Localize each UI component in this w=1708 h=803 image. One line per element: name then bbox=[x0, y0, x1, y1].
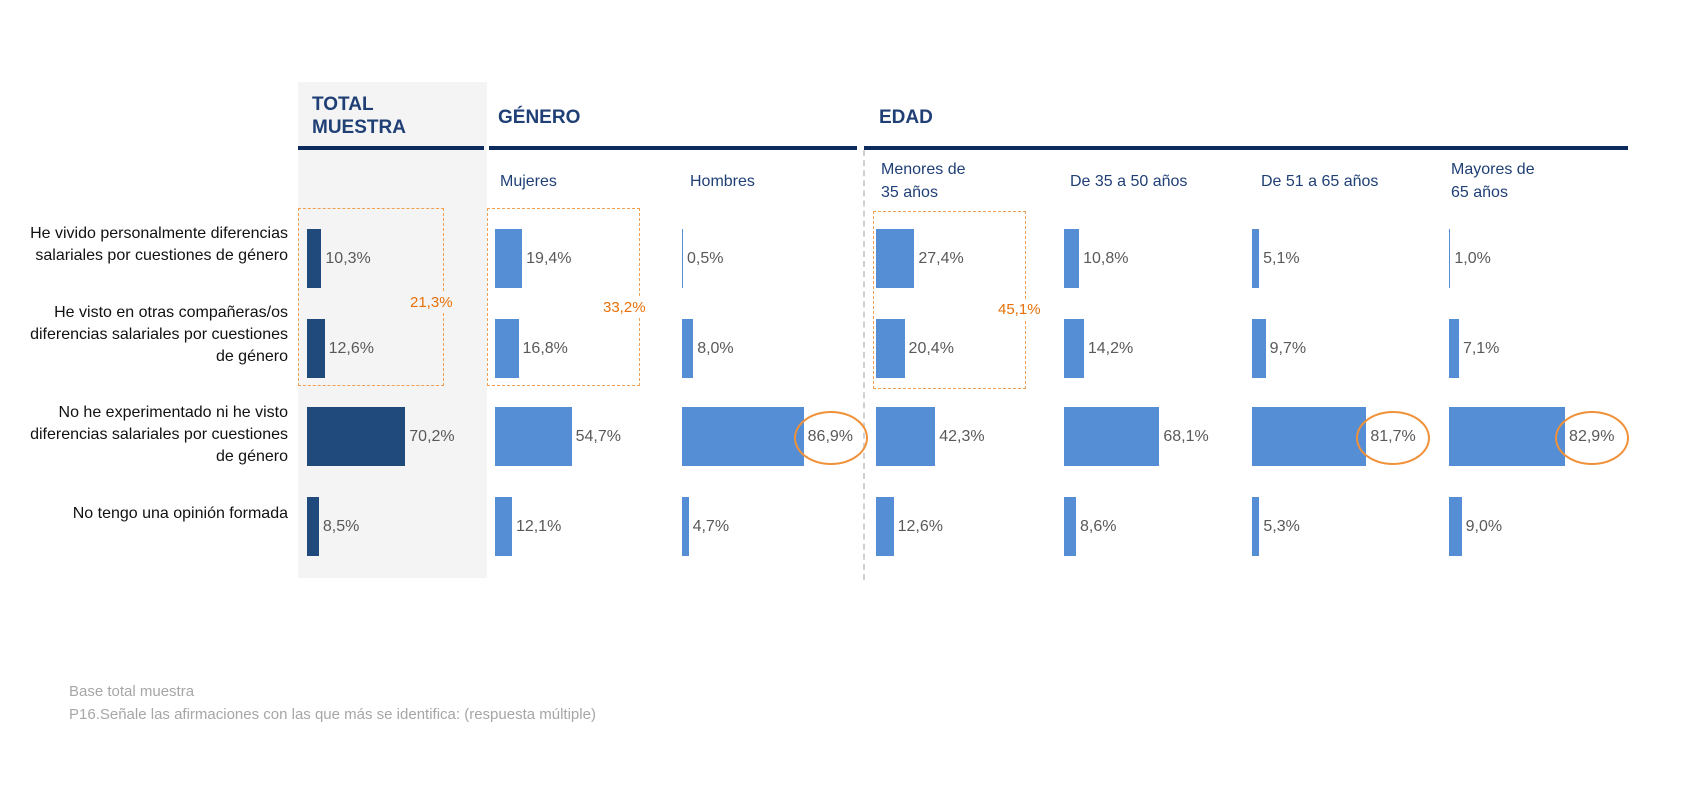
group-title-total: TOTAL MUESTRA bbox=[312, 93, 406, 139]
bar bbox=[1449, 407, 1566, 466]
bar bbox=[1449, 319, 1459, 378]
bar bbox=[1252, 319, 1266, 378]
value-label: 19,4% bbox=[526, 250, 572, 267]
bar bbox=[682, 407, 804, 466]
value-label: 0,5% bbox=[687, 250, 724, 267]
value-label: 68,1% bbox=[1163, 428, 1209, 445]
row-label: He visto en otras compañeras/os diferenc… bbox=[30, 304, 288, 365]
value-label: 8,6% bbox=[1080, 518, 1117, 535]
bar bbox=[1252, 229, 1260, 288]
row-label: No tengo una opinión formada bbox=[72, 505, 288, 522]
column-header-line: Mayores de bbox=[1451, 161, 1535, 178]
column-header-mayores65: Mayores de 65 años bbox=[1451, 158, 1535, 204]
sum-label-total: 21,3% bbox=[410, 292, 453, 313]
column-header-mujeres: Mujeres bbox=[500, 170, 557, 193]
bar bbox=[876, 497, 894, 556]
value-label: 8,5% bbox=[322, 518, 360, 535]
group-title-genero: GÉNERO bbox=[498, 107, 581, 128]
column-header-line: De 35 a 50 años bbox=[1070, 173, 1188, 190]
bar bbox=[1252, 497, 1260, 556]
bar bbox=[876, 407, 936, 466]
highlight-circle bbox=[793, 411, 868, 465]
bar bbox=[876, 319, 905, 378]
group-title-edad: EDAD bbox=[879, 107, 933, 128]
value-label: 54,7% bbox=[575, 428, 621, 445]
bar bbox=[1449, 497, 1462, 556]
column-header-line: Menores de bbox=[881, 161, 966, 178]
value-label: 9,7% bbox=[1269, 340, 1307, 357]
bar bbox=[1449, 229, 1451, 288]
value-label: 16,8% bbox=[522, 340, 568, 357]
bar bbox=[1064, 497, 1077, 556]
sum-label-mujeres: 33,2% bbox=[603, 297, 646, 318]
bar bbox=[495, 229, 523, 288]
bar bbox=[307, 319, 325, 378]
value-label: 42,3% bbox=[939, 428, 985, 445]
row-label: He vivido personalmente diferencias sala… bbox=[30, 225, 288, 264]
value-label: 5,3% bbox=[1263, 518, 1300, 535]
value-label: 4,7% bbox=[692, 518, 730, 535]
group-separator bbox=[863, 150, 865, 580]
bar bbox=[495, 407, 572, 466]
highlight-circle bbox=[1356, 411, 1431, 465]
highlight-circle bbox=[1555, 411, 1630, 465]
column-header-line: Hombres bbox=[690, 173, 755, 190]
bar bbox=[307, 407, 406, 466]
value-label: 12,1% bbox=[515, 518, 562, 535]
bar bbox=[1252, 407, 1367, 466]
value-label: 20,4% bbox=[908, 340, 954, 357]
value-label: 27,4% bbox=[918, 250, 964, 267]
column-header-line: Mujeres bbox=[500, 173, 557, 190]
value-label: 10,8% bbox=[1083, 250, 1129, 267]
group-rule-genero bbox=[489, 146, 857, 150]
group-title-total-line2: MUESTRA bbox=[312, 117, 406, 138]
column-header-51a65: De 51 a 65 años bbox=[1261, 170, 1378, 193]
group-title-total-line1: TOTAL bbox=[312, 94, 374, 115]
value-label: 12,6% bbox=[328, 340, 374, 357]
value-label: 12,6% bbox=[897, 518, 943, 535]
value-label: 5,1% bbox=[1263, 250, 1300, 267]
column-header-line: 65 años bbox=[1451, 184, 1508, 201]
bar bbox=[307, 229, 322, 288]
value-label: 10,3% bbox=[325, 250, 371, 267]
column-header-line: 35 años bbox=[881, 184, 938, 201]
total-column-background bbox=[298, 82, 487, 578]
column-header-hombres: Hombres bbox=[690, 170, 755, 193]
bar bbox=[495, 319, 519, 378]
column-header-line: De 51 a 65 años bbox=[1261, 173, 1379, 190]
bar bbox=[307, 497, 319, 556]
row-label: No he experimentado ni he visto diferenc… bbox=[30, 404, 288, 465]
value-label: 8,0% bbox=[697, 340, 734, 357]
group-rule-total bbox=[298, 146, 484, 150]
value-label: 7,1% bbox=[1462, 340, 1500, 357]
bar bbox=[1064, 229, 1080, 288]
bar bbox=[1064, 407, 1160, 466]
bar bbox=[1064, 319, 1084, 378]
bar bbox=[876, 229, 915, 288]
bar bbox=[682, 497, 689, 556]
group-rule-edad bbox=[864, 146, 1628, 150]
bar bbox=[682, 319, 694, 378]
column-header-menores35: Menores de 35 años bbox=[881, 158, 966, 204]
bar bbox=[682, 229, 683, 288]
value-label: 70,2% bbox=[409, 428, 455, 445]
value-label: 1,0% bbox=[1454, 250, 1491, 267]
footer-base: Base total muestra bbox=[69, 683, 195, 700]
sum-label-menores35: 45,1% bbox=[998, 299, 1041, 320]
bar bbox=[495, 497, 512, 556]
footer-question: P16.Señale las afirmaciones con las que … bbox=[69, 706, 596, 723]
column-header-35a50: De 35 a 50 años bbox=[1070, 170, 1187, 193]
value-label: 14,2% bbox=[1087, 340, 1134, 357]
value-label: 9,0% bbox=[1465, 518, 1503, 535]
